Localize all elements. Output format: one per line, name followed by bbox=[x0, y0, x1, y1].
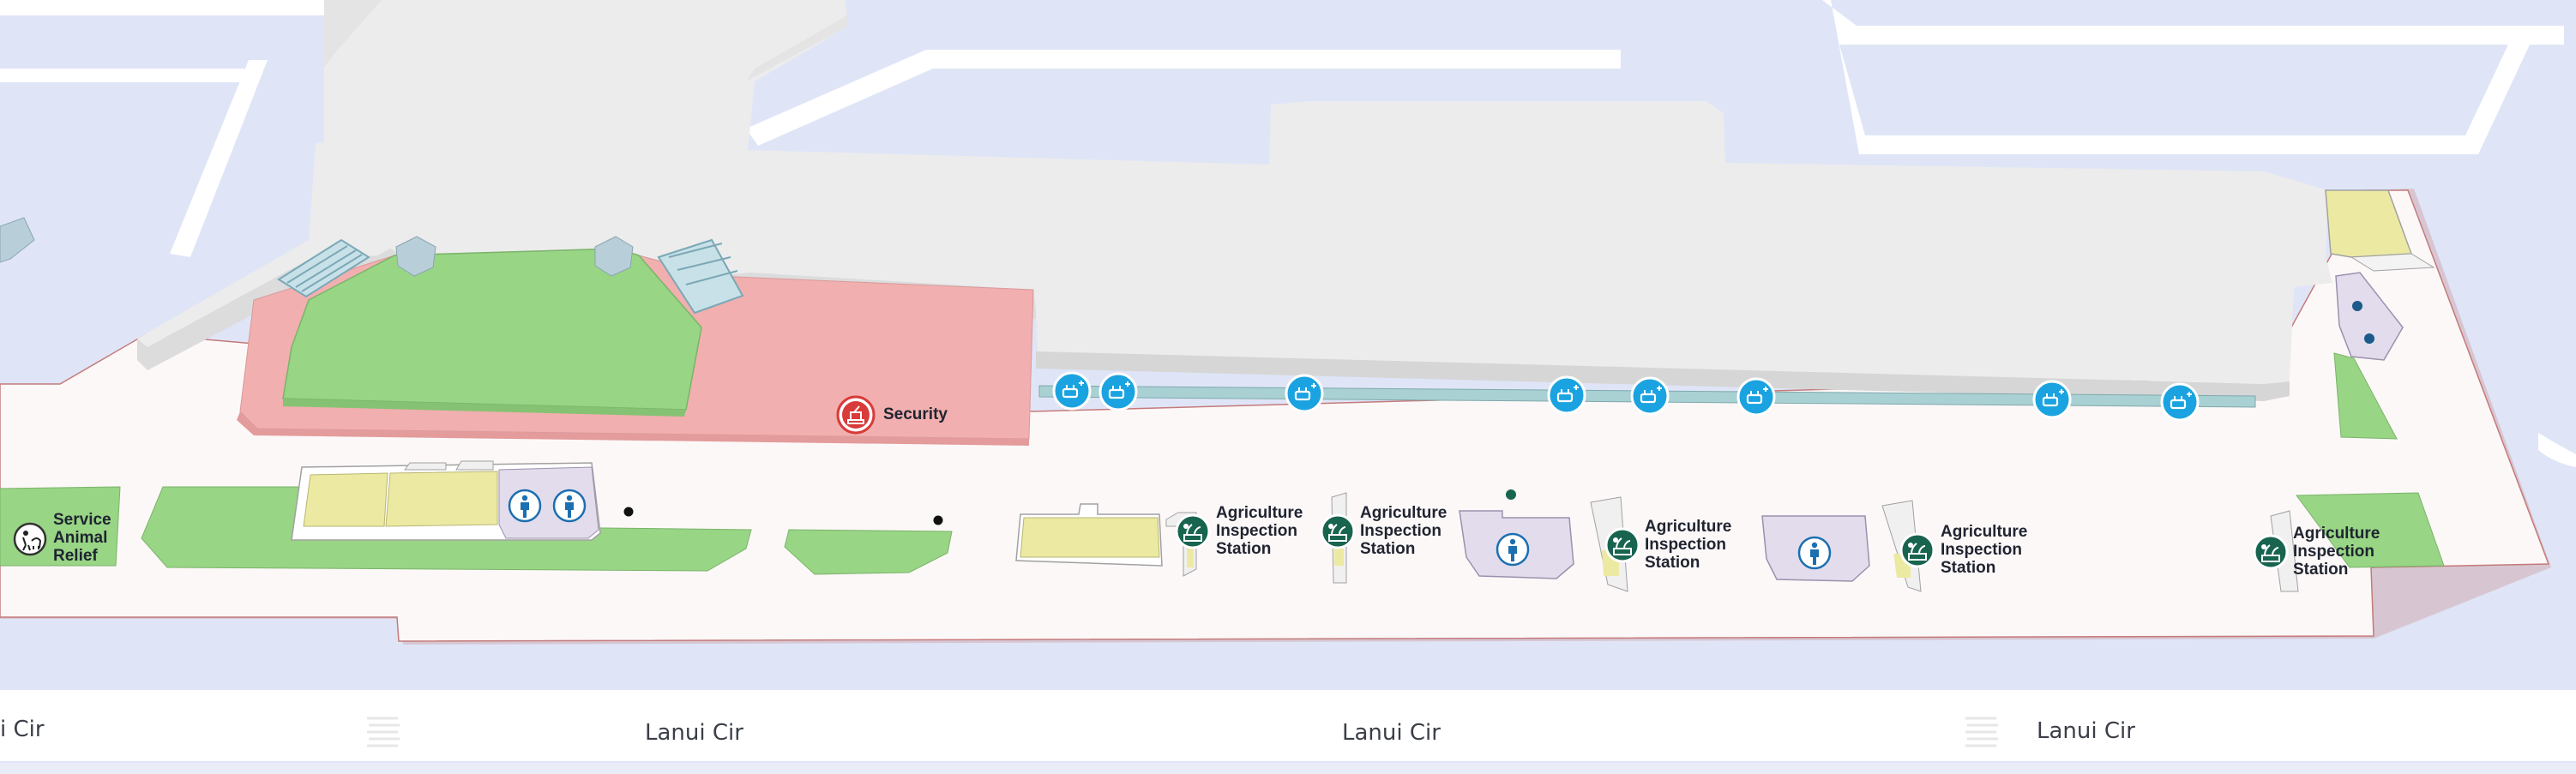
agriculture-inspection-label: Agriculture Inspection Station bbox=[1645, 518, 1732, 572]
street-label: i Cir bbox=[0, 717, 45, 742]
street-label: Lanui Cir bbox=[2037, 718, 2135, 744]
security-checkpoint-icon[interactable] bbox=[836, 395, 876, 435]
map-dots bbox=[623, 301, 2374, 525]
stair-blocks bbox=[0, 217, 634, 277]
agriculture-inspection-label: Agriculture Inspection Station bbox=[2293, 525, 2380, 579]
agriculture-inspection-icon[interactable] bbox=[1175, 513, 1211, 549]
restroom-icon[interactable] bbox=[1496, 532, 1530, 567]
screening-green-edge bbox=[283, 399, 686, 417]
security-zone-edge bbox=[237, 411, 1029, 446]
baggage-gate-icon[interactable] bbox=[2160, 382, 2200, 422]
restroom-icon[interactable] bbox=[508, 489, 542, 523]
baggage-gate-icon[interactable] bbox=[2032, 380, 2072, 419]
restroom-icon[interactable] bbox=[552, 489, 587, 523]
agriculture-inspection-label: Agriculture Inspection Station bbox=[1941, 523, 2028, 577]
agriculture-inspection-icon[interactable] bbox=[1604, 527, 1640, 563]
baggage-gate-icon[interactable] bbox=[1285, 374, 1324, 413]
restroom-icon[interactable] bbox=[1797, 536, 1832, 570]
street-label: Lanui Cir bbox=[645, 720, 743, 746]
road-shoulder bbox=[0, 763, 2576, 774]
service-animal-relief-icon[interactable] bbox=[13, 522, 47, 556]
baggage-gate-icon[interactable] bbox=[1547, 375, 1586, 415]
baggage-gate-icon[interactable] bbox=[1098, 372, 1138, 411]
service-animal-relief-label: Service Animal Relief bbox=[53, 511, 111, 565]
crosswalks bbox=[367, 717, 1998, 747]
restroom-blocks bbox=[1459, 272, 2404, 582]
agriculture-inspection-icon[interactable] bbox=[1899, 532, 1935, 568]
center-shops bbox=[1015, 503, 1163, 567]
street-label: Lanui Cir bbox=[1342, 720, 1441, 746]
security-label: Security bbox=[883, 405, 948, 423]
agriculture-inspection-icon[interactable] bbox=[2253, 534, 2289, 570]
left-wing-zones bbox=[0, 352, 2445, 575]
agriculture-inspection-label: Agriculture Inspection Station bbox=[1216, 504, 1303, 558]
baggage-gate-icon[interactable] bbox=[1052, 371, 1092, 411]
agriculture-inspection-icon[interactable] bbox=[1320, 513, 1356, 549]
escalators bbox=[277, 238, 744, 315]
baggage-gate-icon[interactable] bbox=[1736, 377, 1776, 417]
yellow-zone-ledge bbox=[2350, 253, 2435, 272]
agriculture-inspection-label: Agriculture Inspection Station bbox=[1360, 504, 1447, 558]
baggage-gate-icon[interactable] bbox=[1630, 376, 1670, 416]
